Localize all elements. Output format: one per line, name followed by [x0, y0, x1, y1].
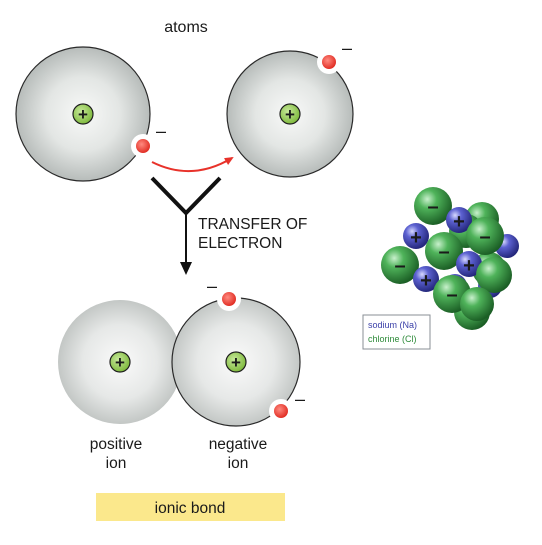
negative-ion-electron-top-minus: –: [207, 276, 217, 296]
legend-chlorine: chlorine (Cl): [368, 334, 417, 344]
positive-ion-nucleus: [109, 351, 131, 373]
transfer-down-arrow: [150, 176, 222, 275]
chlorine-ion: [476, 257, 512, 293]
nucleus-left-plus: +: [78, 105, 88, 124]
positive-ion: +: [58, 300, 182, 424]
atom-left: + –: [15, 46, 166, 182]
negative-ion-label-line2: ion: [228, 455, 249, 472]
transfer-label-line1: TRANSFER OF: [198, 216, 307, 233]
positive-ion-label-line1: positive: [90, 436, 143, 453]
sodium-ion: [403, 223, 429, 249]
chlorine-ion: [381, 246, 419, 284]
transfer-arrow-red: [151, 156, 234, 172]
atom-right: + –: [226, 38, 354, 178]
chlorine-ion: [414, 187, 452, 225]
sodium-ion: [446, 207, 472, 233]
negative-ion-electron-bottom: [274, 404, 288, 418]
negative-ion-label-line1: negative: [209, 436, 268, 453]
chlorine-minus: –: [479, 226, 490, 248]
negative-ion: + – –: [171, 276, 305, 427]
positive-ion-label-line2: ion: [106, 455, 127, 472]
nucleus-right-plus: +: [285, 105, 295, 124]
nucleus-right: [279, 103, 301, 125]
chlorine-ion: [466, 217, 504, 255]
nucleus-left: [72, 103, 94, 125]
electron-right: [322, 55, 336, 69]
sodium-plus: +: [453, 211, 465, 233]
chlorine-minus: –: [427, 196, 438, 218]
ionic-bond-label: ionic bond: [155, 500, 226, 517]
positive-ion-plus: +: [115, 353, 125, 372]
negative-ion-plus: +: [231, 353, 241, 372]
transfer-label-line2: ELECTRON: [198, 235, 282, 252]
chlorine-minus: –: [446, 284, 457, 306]
chlorine-ion: [425, 232, 463, 270]
electron-left-minus: –: [156, 121, 166, 141]
atoms-title: atoms: [164, 19, 208, 36]
sodium-plus: +: [410, 227, 422, 249]
sodium-plus: +: [463, 255, 475, 277]
electron-right-minus: –: [342, 38, 352, 58]
negative-ion-nucleus: [225, 351, 247, 373]
sodium-ion: [413, 266, 439, 292]
legend-box: [362, 314, 431, 350]
ionic-bond-box: [96, 493, 285, 521]
sodium-ion: [456, 251, 482, 277]
negative-ion-electron-bottom-minus: –: [295, 389, 305, 409]
sodium-plus: +: [420, 270, 432, 292]
nacl-crystal-lattice: – + – + – + – + –: [381, 187, 519, 330]
legend-sodium: sodium (Na): [368, 320, 417, 330]
chlorine-ion: [460, 287, 494, 321]
chlorine-minus: –: [394, 255, 405, 277]
chlorine-minus: –: [438, 241, 449, 263]
electron-left: [136, 139, 150, 153]
negative-ion-electron-top: [222, 292, 236, 306]
